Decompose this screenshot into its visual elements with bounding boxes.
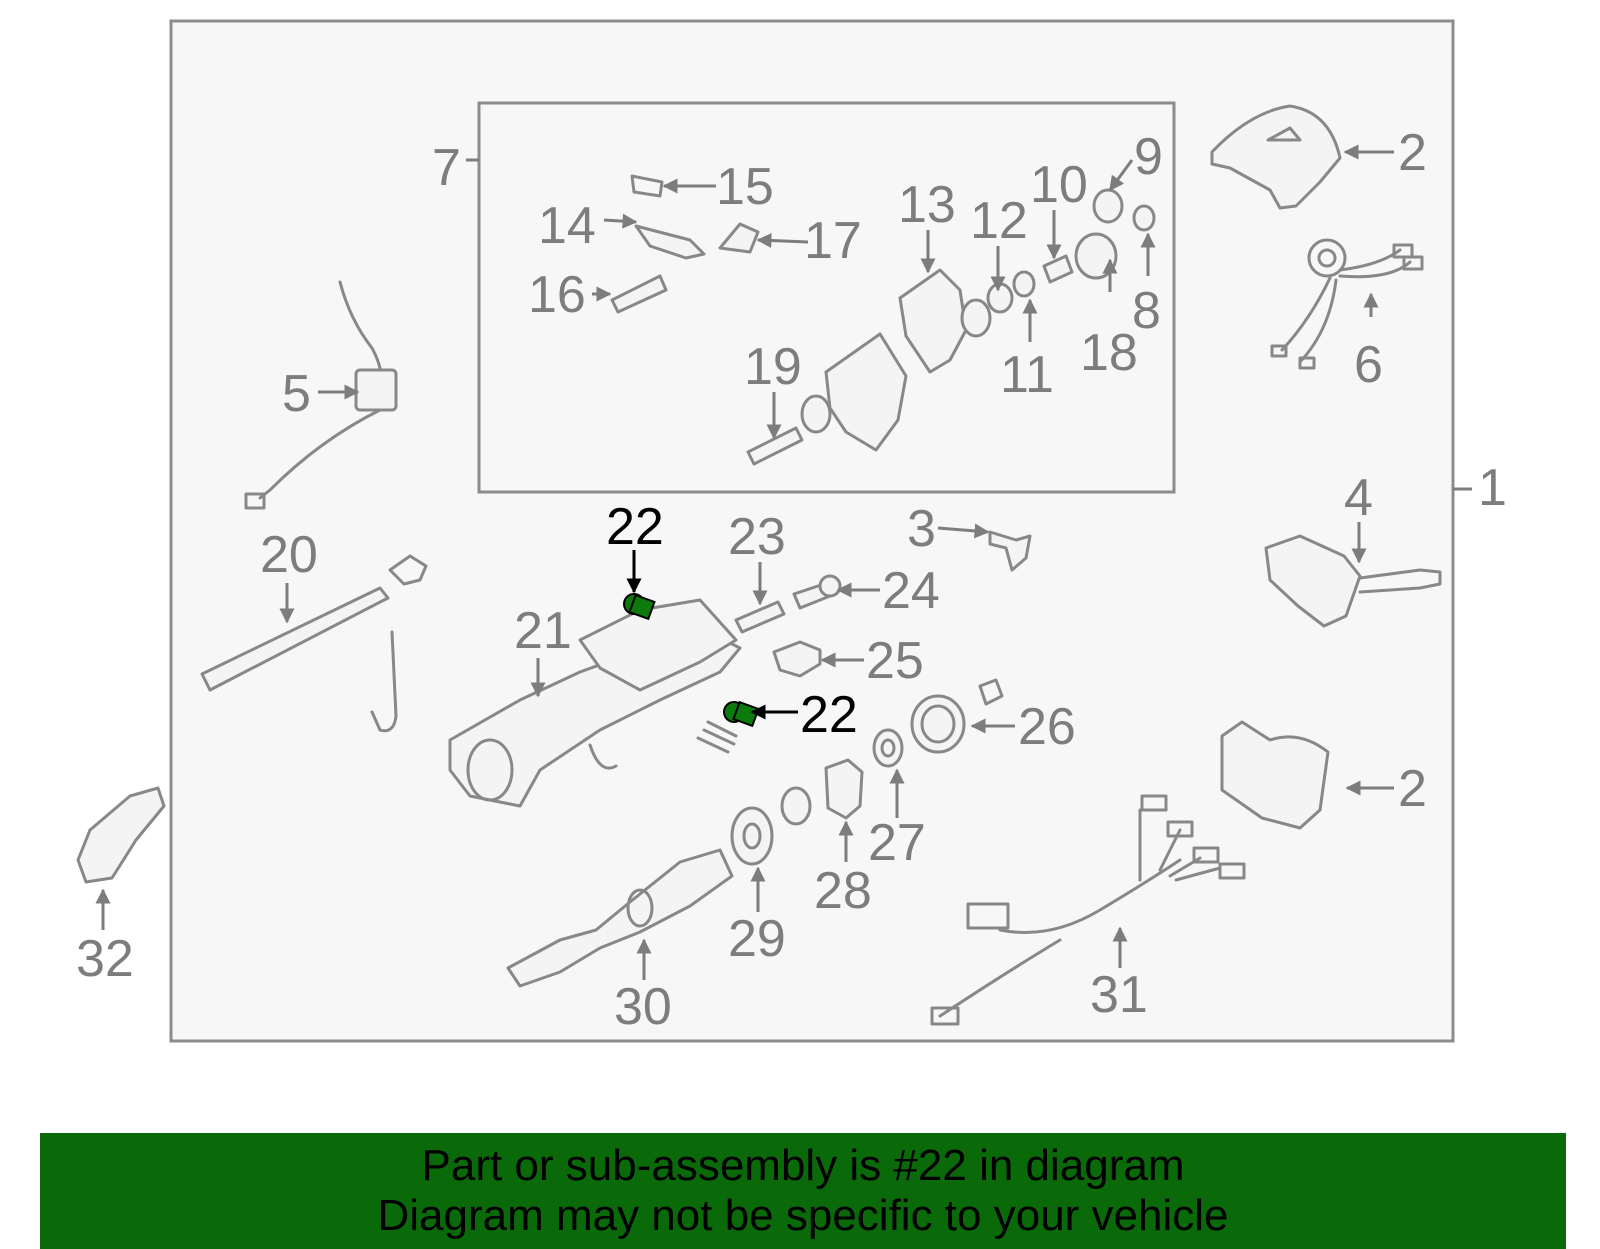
callout-4: 4 xyxy=(1344,469,1373,527)
part-shims xyxy=(696,720,738,754)
callout-9: 9 xyxy=(1134,128,1163,186)
part-4-combination-switch xyxy=(1264,534,1442,628)
callout-26: 26 xyxy=(1018,698,1076,756)
part-22-bolt-upper xyxy=(623,593,656,621)
callout-23: 23 xyxy=(728,508,786,566)
callout-21: 21 xyxy=(514,602,572,660)
callout-2-lower: 2 xyxy=(1398,760,1427,818)
callout-20: 20 xyxy=(260,526,318,584)
callout-32: 32 xyxy=(76,930,134,988)
part-lock-housing-internals xyxy=(610,174,1156,466)
banner-line-part-number: Part or sub-assembly is #22 in diagram xyxy=(421,1141,1185,1190)
part-23-pin xyxy=(734,600,786,634)
callout-31: 31 xyxy=(1090,966,1148,1024)
banner-line-disclaimer: Diagram may not be specific to your vehi… xyxy=(377,1191,1229,1240)
callout-29: 29 xyxy=(728,910,786,968)
callout-3: 3 xyxy=(907,500,936,558)
callout-22-lower: 22 xyxy=(800,686,858,744)
callout-10: 10 xyxy=(1030,156,1088,214)
callout-7: 7 xyxy=(432,139,461,197)
leader-lines xyxy=(95,144,1472,980)
part-29-plate xyxy=(730,806,774,866)
callout-12: 12 xyxy=(970,192,1028,250)
parts-diagram: 1 2 2 3 4 5 6 7 8 9 10 11 12 13 14 15 16… xyxy=(76,19,1507,1043)
callout-27: 27 xyxy=(868,814,926,872)
lock-housing-frame xyxy=(477,101,1176,494)
callout-22-upper: 22 xyxy=(606,498,664,556)
callout-1: 1 xyxy=(1478,459,1507,517)
callout-17: 17 xyxy=(804,212,862,270)
callout-18: 18 xyxy=(1080,324,1138,382)
part-26-bearing xyxy=(910,678,1004,754)
callout-15: 15 xyxy=(716,158,774,216)
callout-24: 24 xyxy=(882,562,940,620)
info-banner: Part or sub-assembly is #22 in diagram D… xyxy=(40,1133,1566,1249)
part-6-wiring-switch xyxy=(1270,238,1424,370)
callout-labels: 1 2 2 3 4 5 6 7 8 9 10 11 12 13 14 15 16… xyxy=(76,124,1507,1036)
part-28-sensor xyxy=(824,758,864,820)
callout-28: 28 xyxy=(814,862,872,920)
part-2-lower-cover xyxy=(1220,720,1330,830)
callout-6: 6 xyxy=(1354,336,1383,394)
callout-16: 16 xyxy=(528,266,586,324)
callout-13: 13 xyxy=(898,176,956,234)
callout-8: 8 xyxy=(1132,282,1161,340)
assembly-frame xyxy=(169,19,1455,1043)
callout-5: 5 xyxy=(282,365,311,423)
part-31-harness xyxy=(930,794,1246,1026)
part-24-bolt xyxy=(792,574,842,610)
part-30-intermediate-shaft xyxy=(506,848,734,988)
callout-25: 25 xyxy=(866,632,924,690)
callout-30: 30 xyxy=(614,978,672,1036)
part-25-clip xyxy=(772,640,822,678)
part-washer xyxy=(780,786,812,826)
callout-14: 14 xyxy=(538,197,596,255)
part-5-switch xyxy=(244,280,398,510)
callout-11: 11 xyxy=(1000,346,1054,404)
part-20-shaft xyxy=(200,554,428,733)
part-3-clip xyxy=(988,530,1032,572)
callout-19: 19 xyxy=(744,338,802,396)
part-32-boot xyxy=(76,786,166,884)
part-27-washer xyxy=(872,728,904,768)
callout-2-upper: 2 xyxy=(1398,124,1427,182)
part-2-upper-cover xyxy=(1210,104,1342,210)
